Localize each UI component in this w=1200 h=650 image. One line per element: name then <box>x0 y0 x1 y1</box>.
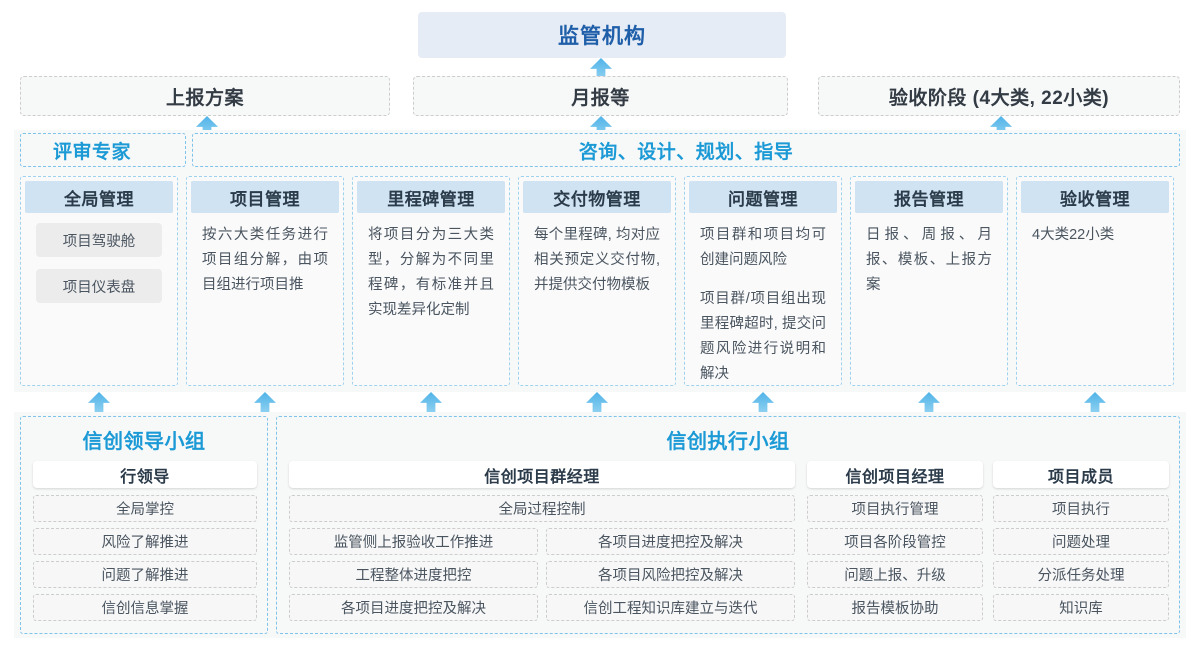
role-project-manager[interactable]: 信创项目经理 项目执行管理 项目各阶段管控 问题上报、升级 报告模板协助 <box>807 461 983 627</box>
column-global-management[interactable]: 全局管理 项目驾驶舱 项目仪表盘 <box>20 176 178 386</box>
column-description: 4大类22小类 <box>1032 227 1115 243</box>
role-project-member-name: 项目成员 <box>993 461 1169 488</box>
chip-report-template-support[interactable]: 报告模板协助 <box>807 594 983 621</box>
report-box-acceptance: 验收阶段 (4大类, 22小类) <box>818 76 1180 116</box>
column-project-management-body: 按六大类任务进行项目组分解，由项目组进行项目推 <box>191 213 339 298</box>
chip-project-progress-control-b[interactable]: 各项目进度把控及解决 <box>289 594 538 621</box>
band-review-experts: 评审专家 <box>20 133 186 167</box>
regulator-label: 监管机构 <box>558 25 646 48</box>
column-acceptance-management-header: 验收管理 <box>1021 181 1169 213</box>
chip-issue-escalation[interactable]: 问题上报、升级 <box>807 561 983 588</box>
column-acceptance-management-body: 4大类22小类 <box>1021 213 1169 248</box>
column-issue-management-body: 项目群和项目均可创建问题风险 项目群/项目组出现里程碑超时, 提交问题风险进行说… <box>689 213 837 387</box>
chip-knowledge-base[interactable]: 知识库 <box>993 594 1169 621</box>
column-description: 每个里程碑, 均对应相关预定义交付物,并提供交付物模板 <box>534 227 660 293</box>
group-execution-roles: 信创项目群经理 全局过程控制 监管侧上报验收工作推进 各项目进度把控及解决 工程… <box>277 461 1179 631</box>
program-manager-grid-row-3: 各项目进度把控及解决 信创工程知识库建立与迭代 <box>289 594 795 627</box>
column-description: 项目群和项目均可创建问题风险 <box>700 227 826 268</box>
chip-info-grasp[interactable]: 信创信息掌握 <box>33 594 257 621</box>
group-execution: 信创执行小组 信创项目群经理 全局过程控制 监管侧上报验收工作推进 各项目进度把… <box>276 416 1180 634</box>
column-title: 项目管理 <box>230 189 300 209</box>
column-deliverable-management-body: 每个里程碑, 均对应相关预定义交付物,并提供交付物模板 <box>523 213 671 298</box>
group-execution-title: 信创执行小组 <box>666 431 790 453</box>
column-title: 问题管理 <box>728 189 798 209</box>
group-leadership-title: 信创领导小组 <box>82 431 206 453</box>
chip-phase-control[interactable]: 项目各阶段管控 <box>807 528 983 555</box>
column-milestone-management[interactable]: 里程碑管理 将项目分为三大类型，分解为不同里程碑，有标准并且实现差异化定制 <box>352 176 510 386</box>
chip-issue-awareness[interactable]: 问题了解推进 <box>33 561 257 588</box>
column-issue-management-header: 问题管理 <box>689 181 837 213</box>
column-description: 按六大类任务进行项目组分解，由项目组进行项目推 <box>202 227 328 293</box>
column-description: 将项目分为三大类型，分解为不同里程碑，有标准并且实现差异化定制 <box>368 227 494 318</box>
role-program-manager-name: 信创项目群经理 <box>289 461 795 488</box>
column-title: 报告管理 <box>894 189 964 209</box>
chip-project-execution-management[interactable]: 项目执行管理 <box>807 495 983 522</box>
chip-global-control[interactable]: 全局掌控 <box>33 495 257 522</box>
column-milestone-management-body: 将项目分为三大类型，分解为不同里程碑，有标准并且实现差异化定制 <box>357 213 505 323</box>
column-project-management-header: 项目管理 <box>191 181 339 213</box>
chip-project-progress-control-a[interactable]: 各项目进度把控及解决 <box>546 528 795 555</box>
chip-overall-progress-control[interactable]: 工程整体进度把控 <box>289 561 538 588</box>
column-issue-management[interactable]: 问题管理 项目群和项目均可创建问题风险 项目群/项目组出现里程碑超时, 提交问题… <box>684 176 842 386</box>
role-bank-leader[interactable]: 行领导 全局掌控 风险了解推进 问题了解推进 信创信息掌握 <box>33 461 257 627</box>
chip-task-assignment[interactable]: 分派任务处理 <box>993 561 1169 588</box>
role-project-member[interactable]: 项目成员 项目执行 问题处理 分派任务处理 知识库 <box>993 461 1169 627</box>
column-report-management-header: 报告管理 <box>855 181 1003 213</box>
program-manager-grid-row-2: 工程整体进度把控 各项目风险把控及解决 <box>289 561 795 594</box>
report-label-monthly: 月报等 <box>571 87 630 109</box>
column-title: 里程碑管理 <box>387 189 475 209</box>
chip-risk-awareness[interactable]: 风险了解推进 <box>33 528 257 555</box>
pill-project-cockpit[interactable]: 项目驾驶舱 <box>36 223 162 257</box>
report-box-monthly: 月报等 <box>413 76 788 116</box>
column-title: 交付物管理 <box>553 189 641 209</box>
column-deliverable-management-header: 交付物管理 <box>523 181 671 213</box>
chip-global-process-control[interactable]: 全局过程控制 <box>289 495 795 522</box>
pill-project-dashboard[interactable]: 项目仪表盘 <box>36 269 162 303</box>
group-leadership: 信创领导小组 行领导 全局掌控 风险了解推进 问题了解推进 信创信息掌握 <box>20 416 268 634</box>
report-label-acceptance: 验收阶段 (4大类, 22小类) <box>888 87 1110 109</box>
column-title: 全局管理 <box>64 189 134 209</box>
report-label-plan: 上报方案 <box>165 87 244 109</box>
role-bank-leader-name: 行领导 <box>33 461 257 488</box>
role-project-manager-name: 信创项目经理 <box>807 461 983 488</box>
column-description-secondary: 项目群/项目组出现里程碑超时, 提交问题风险进行说明和解决 <box>700 291 826 382</box>
column-global-management-body: 项目驾驶舱 项目仪表盘 <box>25 213 173 303</box>
middle-band-row: 评审专家 咨询、设计、规划、指导 <box>14 130 1186 170</box>
column-acceptance-management[interactable]: 验收管理 4大类22小类 <box>1016 176 1174 386</box>
band-consulting-label: 咨询、设计、规划、指导 <box>578 141 794 163</box>
column-title: 验收管理 <box>1060 189 1130 209</box>
regulator-box: 监管机构 <box>418 12 786 58</box>
chip-knowledge-base-build[interactable]: 信创工程知识库建立与迭代 <box>546 594 795 621</box>
report-box-plan: 上报方案 <box>20 76 390 116</box>
middle-panel: 评审专家 咨询、设计、规划、指导 全局管理 项目驾驶舱 项目仪表盘 项目管理 按… <box>14 130 1186 392</box>
band-consulting: 咨询、设计、规划、指导 <box>192 133 1180 167</box>
column-report-management[interactable]: 报告管理 日报、周报、月报、模板、上报方案 <box>850 176 1008 386</box>
role-program-manager[interactable]: 信创项目群经理 全局过程控制 监管侧上报验收工作推进 各项目进度把控及解决 工程… <box>289 461 795 627</box>
chip-project-execution[interactable]: 项目执行 <box>993 495 1169 522</box>
column-description: 日报、周报、月报、模板、上报方案 <box>866 227 992 293</box>
program-manager-grid-row-1: 监管侧上报验收工作推进 各项目进度把控及解决 <box>289 528 795 561</box>
band-review-experts-label: 评审专家 <box>53 141 132 163</box>
chip-project-risk-control[interactable]: 各项目风险把控及解决 <box>546 561 795 588</box>
column-report-management-body: 日报、周报、月报、模板、上报方案 <box>855 213 1003 298</box>
chip-issue-handling[interactable]: 问题处理 <box>993 528 1169 555</box>
column-milestone-management-header: 里程碑管理 <box>357 181 505 213</box>
group-leadership-roles: 行领导 全局掌控 风险了解推进 问题了解推进 信创信息掌握 <box>21 461 267 631</box>
column-project-management[interactable]: 项目管理 按六大类任务进行项目组分解，由项目组进行项目推 <box>186 176 344 386</box>
bottom-panel: 信创领导小组 行领导 全局掌控 风险了解推进 问题了解推进 信创信息掌握 信创执… <box>14 412 1186 638</box>
column-global-management-header: 全局管理 <box>25 181 173 213</box>
column-deliverable-management[interactable]: 交付物管理 每个里程碑, 均对应相关预定义交付物,并提供交付物模板 <box>518 176 676 386</box>
chip-regulator-reporting[interactable]: 监管侧上报验收工作推进 <box>289 528 538 555</box>
